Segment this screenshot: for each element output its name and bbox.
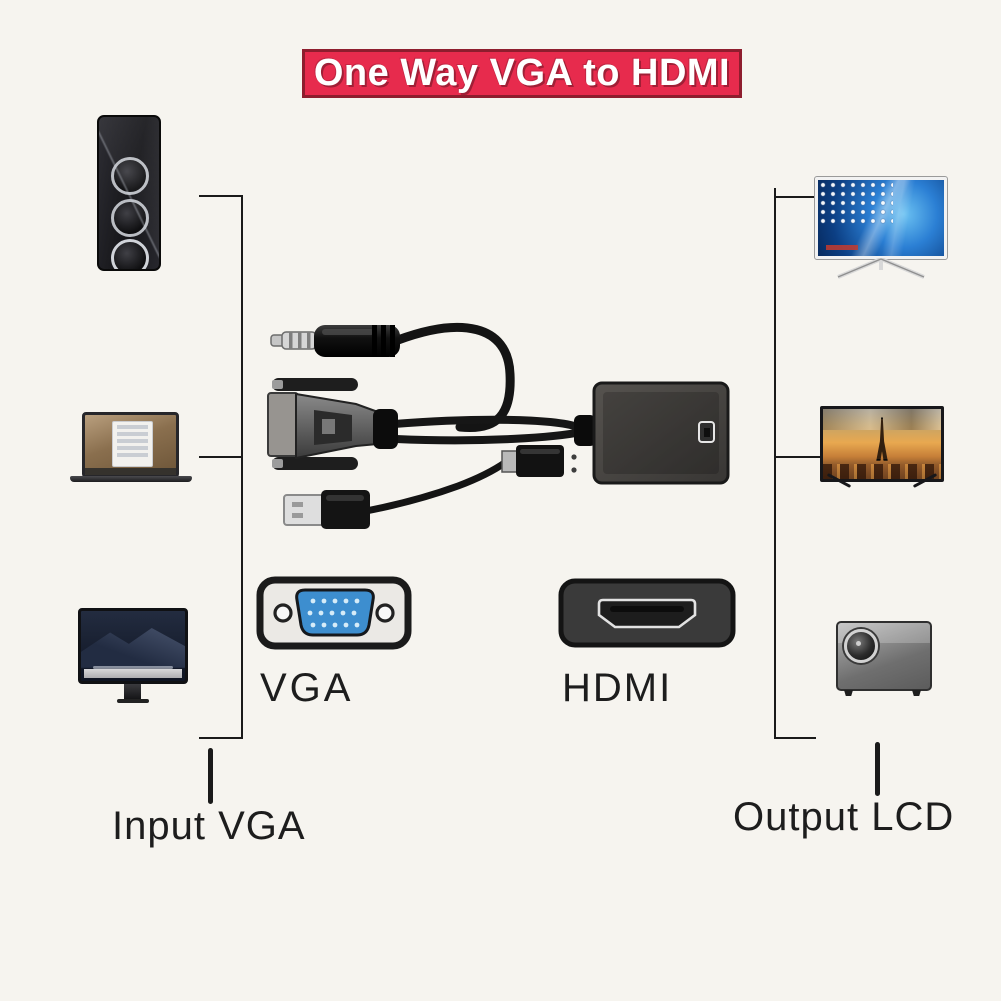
- imac-screen: [78, 608, 188, 684]
- laptop-window: [112, 421, 153, 468]
- input-branch-laptop-line: [199, 456, 243, 458]
- monitor-bezel: [814, 176, 948, 260]
- laptop-icon: [70, 410, 192, 484]
- output-bracket-vertical-line: [774, 188, 776, 739]
- usb-power-cable-icon: [362, 458, 510, 515]
- audio-jack-3-5mm-icon: [270, 325, 400, 357]
- usb-female-adapter-icon: [501, 445, 577, 477]
- desktop-red-window: [825, 244, 859, 250]
- vga-label: VGA: [260, 666, 354, 710]
- vga-to-hdmi-cable: [393, 415, 583, 445]
- page-title: One Way VGA to HDMI: [313, 52, 731, 94]
- vga-male-connector-icon: [267, 378, 398, 470]
- hdmi-label: HDMI: [562, 666, 673, 710]
- output-bracket-bottom-line: [776, 737, 816, 739]
- tower-fan-icon: [111, 199, 149, 237]
- projector-foot: [844, 690, 853, 696]
- output-label: Output LCD: [733, 795, 955, 839]
- tv-screen: [820, 406, 944, 482]
- input-bracket-bottom-line: [199, 737, 243, 739]
- imac-desktop-icon: [78, 608, 188, 703]
- tower-fan-icon: [111, 239, 149, 269]
- input-label: Input VGA: [112, 804, 306, 848]
- laptop-screen: [82, 412, 179, 478]
- projector-body: [836, 621, 932, 691]
- projector-lens-icon: [844, 629, 878, 663]
- laptop-taskbar: [85, 468, 176, 475]
- hdmi-port-icon: [558, 578, 736, 648]
- output-branch-tv-line: [776, 456, 822, 458]
- title-banner: One Way VGA to HDMI: [302, 49, 742, 98]
- tv-monitor-icon: [820, 406, 944, 498]
- desktop-icons-grid: [820, 182, 894, 225]
- laptop-base: [70, 476, 192, 482]
- output-label-tick: [875, 742, 880, 796]
- output-branch-monitor-line: [776, 196, 816, 198]
- input-label-tick: [208, 748, 213, 804]
- imac-dock: [93, 666, 173, 669]
- imac-foot: [117, 699, 149, 703]
- monitor-tripod-stand: [837, 258, 925, 279]
- hdmi-adapter-box-icon: [574, 381, 730, 485]
- audio-cable-loop: [393, 323, 515, 433]
- input-branch-tower-line: [199, 195, 243, 197]
- projector-icon: [836, 621, 932, 699]
- tower-fan-icon: [111, 157, 149, 195]
- projector-foot: [912, 690, 921, 696]
- vga-port-icon: [256, 576, 412, 650]
- vga-pin-holes: [307, 598, 360, 628]
- windows-monitor-icon: [814, 176, 948, 281]
- input-bracket-vertical-line: [241, 195, 243, 739]
- imac-stand: [124, 684, 141, 699]
- usb-male-plug-icon: [283, 490, 370, 529]
- windows-desktop-screen: [818, 180, 944, 256]
- vga-to-hdmi-adapter-photo: [267, 323, 730, 529]
- imac-chin: [84, 669, 182, 678]
- imac-wallpaper: [81, 628, 185, 668]
- desktop-tower-icon: [97, 115, 161, 271]
- tower-glass-reflection: [99, 117, 159, 269]
- tv-cityscape: [823, 463, 941, 479]
